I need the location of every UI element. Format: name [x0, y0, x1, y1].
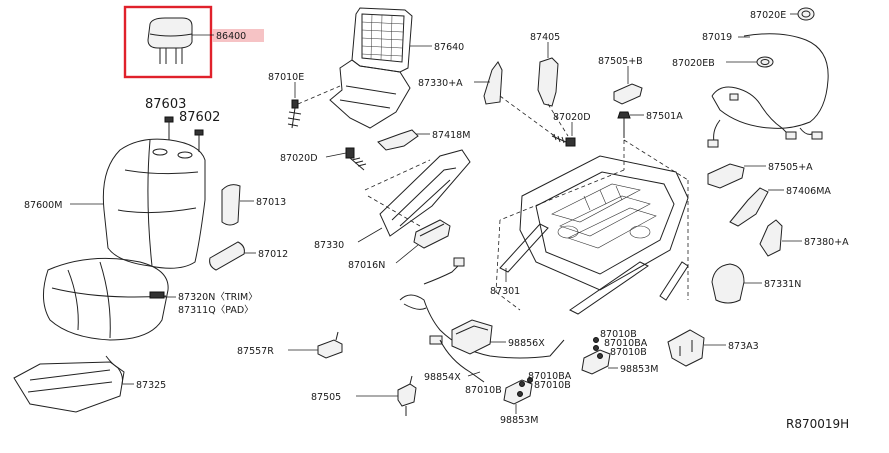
- headrest-guide-87603: [164, 116, 174, 140]
- switch-87505: [397, 375, 417, 416]
- label-87602[interactable]: 87602: [179, 110, 220, 125]
- label-98853M-b[interactable]: 98853M: [500, 415, 538, 426]
- switch-87505a: [707, 163, 745, 189]
- side-cover-87330: [379, 149, 471, 237]
- grommet-87020eb: [756, 56, 774, 68]
- sensor-98853m-upper: [581, 337, 611, 375]
- label-87600M[interactable]: 87600M: [24, 200, 62, 211]
- label-87020D-left[interactable]: 87020D: [280, 153, 318, 164]
- seatback-cushion-part: [102, 138, 206, 269]
- label-98853M-a[interactable]: 98853M: [620, 364, 658, 375]
- label-87406MA[interactable]: 87406MA: [786, 186, 831, 197]
- diagram-reference-code: R870019H: [786, 417, 849, 431]
- bolt-87010e: [287, 99, 302, 129]
- control-unit-98856x: [451, 319, 493, 355]
- label-87505[interactable]: 87505: [311, 392, 341, 403]
- bracket-873a3: [667, 329, 705, 367]
- label-87330[interactable]: 87330: [314, 240, 344, 251]
- bolt-87020d-right: [551, 133, 576, 147]
- switch-87016n: [413, 219, 451, 249]
- label-87418M[interactable]: 87418M: [432, 130, 470, 141]
- label-87505A[interactable]: 87505+A: [768, 162, 813, 173]
- label-87405[interactable]: 87405: [530, 32, 560, 43]
- label-87010B-c[interactable]: 87010B: [610, 347, 647, 358]
- label-87501A[interactable]: 87501A: [646, 111, 683, 122]
- label-87012[interactable]: 87012: [258, 249, 288, 260]
- grommet-87020e: [797, 7, 815, 21]
- cover-87012: [209, 241, 245, 271]
- wire-harness-98854x: [399, 257, 565, 383]
- headrest-highlight-tag: [212, 29, 264, 42]
- label-87640[interactable]: 87640: [434, 42, 464, 53]
- headrest-highlight-box: [123, 5, 213, 79]
- label-98856X[interactable]: 98856X: [508, 338, 545, 349]
- label-98854X[interactable]: 98854X: [424, 372, 461, 383]
- switch-87505b: [613, 83, 643, 105]
- seatback-frame-part: [329, 7, 413, 129]
- headrest-guide-87602: [194, 129, 204, 152]
- label-873A3[interactable]: 873A3: [728, 341, 759, 352]
- cover-87331n: [711, 263, 745, 304]
- label-87010BA-a[interactable]: 87010BA: [528, 371, 572, 382]
- sensor-98853m-lower: [503, 377, 533, 405]
- label-87020E[interactable]: 87020E: [750, 10, 786, 21]
- label-87020D-right[interactable]: 87020D: [553, 112, 591, 123]
- trim-87406ma: [729, 187, 769, 227]
- label-87331N[interactable]: 87331N: [764, 279, 801, 290]
- seat-cushion-part: [43, 257, 169, 341]
- label-87016N[interactable]: 87016N: [348, 260, 385, 271]
- seat-pad-87325: [13, 355, 125, 413]
- label-87603[interactable]: 87603: [145, 97, 186, 112]
- label-87010B-d[interactable]: 87010B: [465, 385, 502, 396]
- label-87019[interactable]: 87019: [702, 32, 732, 43]
- bolt-87020d-left: [345, 147, 367, 171]
- label-87557R[interactable]: 87557R: [237, 346, 274, 357]
- label-87010B-a[interactable]: 87010B: [534, 380, 571, 391]
- seat-track-frame: [499, 155, 689, 315]
- label-87380A[interactable]: 87380+A: [804, 237, 849, 248]
- cover-87330a: [483, 61, 503, 105]
- label-87010B-b[interactable]: 87010B: [600, 329, 637, 340]
- lever-87418m: [377, 129, 419, 151]
- label-87020EB[interactable]: 87020EB: [672, 58, 715, 69]
- label-86400[interactable]: 86400: [216, 31, 246, 42]
- label-87325[interactable]: 87325: [136, 380, 166, 391]
- cover-87405: [537, 57, 559, 107]
- label-87330A[interactable]: 87330+A: [418, 78, 463, 89]
- harness-87019: [707, 33, 829, 148]
- label-87311Q[interactable]: 87311Q〈PAD〉: [178, 305, 254, 316]
- cover-87380a: [759, 219, 783, 257]
- clip-87557r: [317, 331, 343, 359]
- label-87010BA-b[interactable]: 87010BA: [604, 338, 648, 349]
- headrest-part[interactable]: [147, 17, 193, 64]
- bolt-87501a: [617, 111, 631, 138]
- label-87013[interactable]: 87013: [256, 197, 286, 208]
- label-87320N[interactable]: 87320N〈TRIM〉: [178, 292, 258, 303]
- label-87505B[interactable]: 87505+B: [598, 56, 643, 67]
- label-87301[interactable]: 87301: [490, 286, 520, 297]
- cover-87013: [221, 184, 241, 226]
- label-87010E[interactable]: 87010E: [268, 72, 304, 83]
